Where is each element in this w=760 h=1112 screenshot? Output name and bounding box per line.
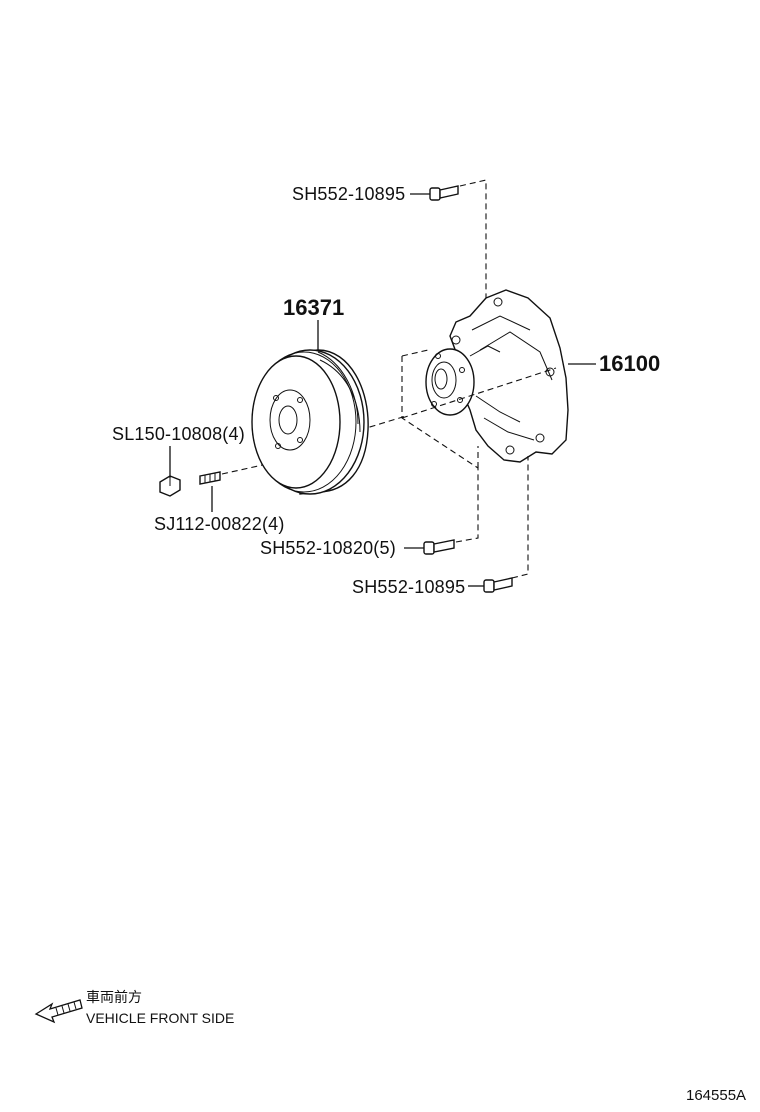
water-pump-body[interactable]	[425, 289, 569, 463]
pulley[interactable]	[251, 349, 369, 495]
bolt-bottom[interactable]	[483, 577, 513, 593]
figure-reference: 164555A	[686, 1087, 746, 1104]
callout-nut[interactable]: SL150-10808(4)	[112, 424, 245, 444]
nut[interactable]	[159, 475, 181, 497]
legend-en-text: VEHICLE FRONT SIDE	[86, 1010, 234, 1026]
leader-lines	[169, 193, 596, 587]
stud[interactable]	[199, 471, 221, 485]
callout-bolt-top[interactable]: SH552-10895	[292, 184, 405, 204]
callout-water-pump[interactable]: 16100	[599, 351, 660, 376]
callout-stud[interactable]: SJ112-00822(4)	[154, 514, 285, 534]
callout-bolt-mid[interactable]: SH552-10820(5)	[260, 538, 396, 558]
legend-jp-text: 車両前方	[86, 989, 142, 1005]
assembly-guide-lines	[221, 179, 557, 579]
bolt-top[interactable]	[429, 185, 459, 201]
callout-bolt-bottom[interactable]: SH552-10895	[352, 577, 465, 597]
bolt-mid[interactable]	[423, 539, 455, 555]
arrow-left-icon	[34, 999, 83, 1024]
callout-pulley[interactable]: 16371	[283, 295, 344, 320]
